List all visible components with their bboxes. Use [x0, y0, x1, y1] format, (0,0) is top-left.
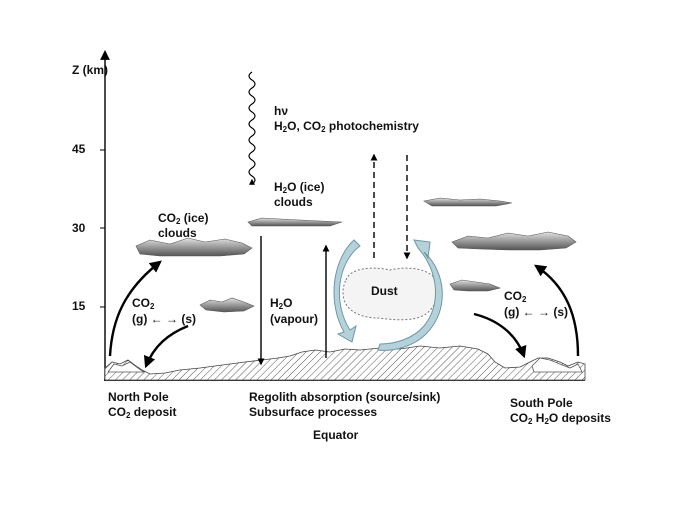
south-pole-condensation-arrow: [473, 312, 527, 359]
cloud-small-left: [199, 297, 255, 313]
vapour-label: (vapour): [270, 312, 318, 326]
co2-left-phase-label: (g) ← → (s): [132, 312, 196, 326]
h2o-clouds-label: clouds: [274, 195, 313, 209]
co2-clouds-label: clouds: [158, 226, 197, 240]
co2-ice-cloud-left: [135, 237, 253, 257]
regolith-surface: [104, 345, 586, 381]
regolith-label: Regolith absorption (source/sink): [249, 390, 441, 404]
circulation-arrow-right: [377, 239, 443, 351]
co2-left-label: CO2: [132, 296, 155, 311]
z-axis-label: Z (km): [72, 63, 108, 77]
dust-label: Dust: [371, 284, 398, 298]
south-pole-label: South Pole: [510, 396, 573, 410]
tick-label-15: 15: [72, 299, 86, 313]
circulation-arrow-left: [333, 239, 361, 343]
h2o-ice-label: H2O (ice): [274, 180, 325, 195]
hv-label: hν: [274, 104, 289, 118]
north-pole-condensation-arrow: [143, 324, 189, 369]
equator-label: Equator: [313, 428, 359, 442]
co2-right-label: CO2: [504, 289, 527, 304]
photochemistry-label: H2O, CO2 photochemistry: [274, 119, 419, 134]
cloud-upper-right: [423, 197, 513, 207]
co2-ice-label: CO2 (ice): [158, 211, 209, 226]
cloud-small-right: [449, 279, 501, 292]
co2-right-phase-label: (g) ← → (s): [504, 305, 568, 319]
north-polar-cap: [107, 361, 146, 373]
south-polar-cap: [531, 357, 583, 373]
subsurface-label: Subsurface processes: [249, 405, 378, 419]
tick-label-45: 45: [72, 142, 86, 156]
h2o-vapour-label: H2O: [270, 296, 293, 311]
h2o-ice-cloud: [247, 217, 343, 227]
solar-radiation-arrow: [248, 71, 256, 186]
south-pole-sublimation-arrow: [534, 264, 580, 357]
co2-ice-cloud-right: [451, 231, 577, 251]
south-deposits-label: CO2 H2O deposits: [510, 411, 611, 426]
dust-region: [342, 267, 439, 321]
north-pole-sublimation-arrow: [108, 260, 162, 357]
north-pole-label: North Pole: [108, 390, 169, 404]
north-deposit-label: CO2 deposit: [108, 405, 177, 420]
tick-label-30: 30: [72, 221, 86, 235]
